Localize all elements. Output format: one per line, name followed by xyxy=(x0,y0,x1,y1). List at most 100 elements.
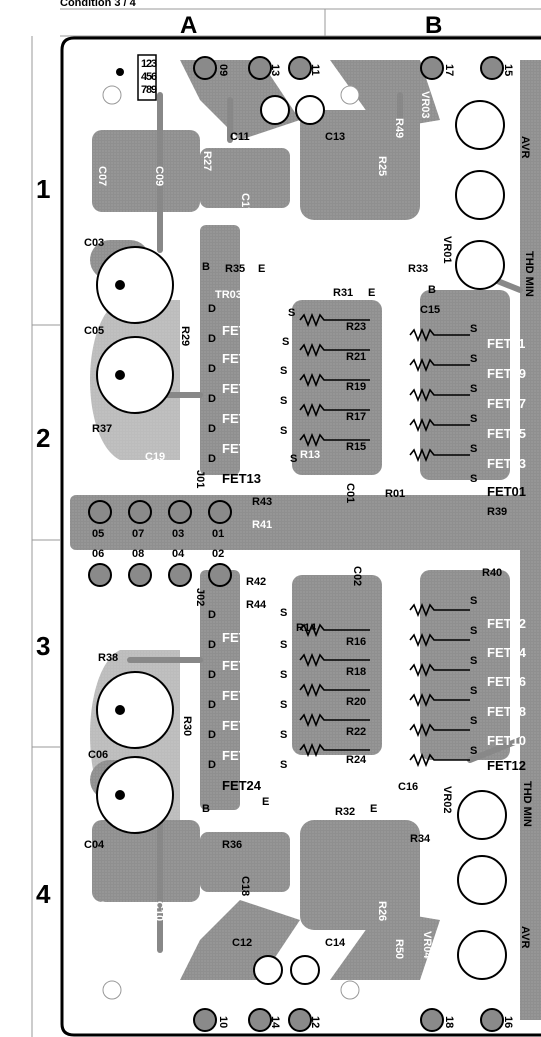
res-label-r38: R38 xyxy=(98,652,118,664)
cap-label-c20: C20 xyxy=(142,626,162,638)
cap-label-c18: C18 xyxy=(239,876,251,896)
header-partial-text: Condition 3 / 4 xyxy=(60,0,137,9)
res-label: R05 xyxy=(385,421,405,433)
fet-label: FET24 xyxy=(222,778,262,793)
row-label-4: 4 xyxy=(36,879,51,909)
terminal-label-02: 02 xyxy=(212,548,224,560)
res-label-r41: R41 xyxy=(252,519,272,531)
row-label-3: 3 xyxy=(36,631,50,661)
trimmer-label-vr01: VR01 xyxy=(441,236,453,264)
pin-label-s: S xyxy=(280,759,287,771)
pin-label-s: S xyxy=(470,595,477,607)
fet-group-upper-left: FET23 FET21 FET19 FET17 FET15 FET13 xyxy=(222,323,261,486)
pin-label-s: S xyxy=(470,353,477,365)
pin-label-s: S xyxy=(280,639,287,651)
row-label-2: 2 xyxy=(36,423,50,453)
pin-label-s: S xyxy=(470,443,477,455)
res-label-r36: R36 xyxy=(222,839,242,851)
res-label-r44: R44 xyxy=(246,599,267,611)
fet-label: FET18 xyxy=(222,688,261,703)
res-label: R08 xyxy=(383,681,403,693)
cap-label-c08: C08 xyxy=(96,901,108,921)
trimmer-label-vr02: VR02 xyxy=(441,786,453,814)
fet-label: FET23 xyxy=(222,323,261,338)
fet-group-upper-right: FET11 FET09 FET07 FET05 FET03 FET01 xyxy=(487,336,526,499)
pin-label-s: S xyxy=(280,425,287,437)
trimmer-text-avr-bottom: AVR xyxy=(519,926,531,948)
res-label: R21 xyxy=(346,351,366,363)
res-label-r26: R26 xyxy=(376,901,388,921)
res-label-r30: R30 xyxy=(181,716,193,736)
pin-label-b-tr04: B xyxy=(202,803,210,815)
cap-label-c06: C06 xyxy=(88,749,108,761)
jumper-block-1: 1 xyxy=(141,58,147,70)
terminal-label-12: 12 xyxy=(309,1016,321,1028)
res-label: R10 xyxy=(383,711,403,723)
trans-label-tr02: TR02 xyxy=(380,806,407,818)
terminal-label-01: 01 xyxy=(212,528,224,540)
res-label: R16 xyxy=(346,636,366,648)
small-capacitors xyxy=(253,95,325,985)
pin-label-d: D xyxy=(208,699,216,711)
cap-label-c02: C02 xyxy=(351,566,363,586)
fet-label: FET01 xyxy=(487,484,526,499)
cap-label-c05: C05 xyxy=(84,325,104,337)
fet-label: FET08 xyxy=(487,704,526,719)
pin-label-s: S xyxy=(470,715,477,727)
terminal-label-05: 05 xyxy=(92,528,104,540)
fet-label: FET22 xyxy=(222,748,261,763)
capacitor-pads xyxy=(115,280,125,800)
cap-label-c19: C19 xyxy=(145,451,165,463)
fet-label: FET11 xyxy=(487,336,525,351)
electrolytic-capacitors xyxy=(96,246,174,834)
pin-label-s: S xyxy=(282,336,289,348)
pin-label-s: S xyxy=(470,625,477,637)
pin-label-d: D xyxy=(208,333,216,345)
cap-label-c07: C07 xyxy=(96,166,108,186)
cap-label-c03: C03 xyxy=(84,237,104,249)
pin-label-s: S xyxy=(280,365,287,377)
res-label-r40: R40 xyxy=(482,567,502,579)
res-label: R09 xyxy=(385,361,405,373)
pin-labels: D S D S D S D S D S D S S S S S S S D S … xyxy=(208,303,477,771)
cap-label-c13: C13 xyxy=(325,131,345,143)
terminal-row-middle xyxy=(88,500,232,587)
trimmer-potentiometers xyxy=(455,100,507,980)
res-label-r45: R45 xyxy=(92,461,112,473)
trimmer-label-vr06: VR06 xyxy=(421,861,433,889)
pin-label-e-tr02: E xyxy=(370,803,377,815)
pin-label-s: S xyxy=(290,453,297,465)
terminal-label-11: 11 xyxy=(309,64,321,76)
pin-label-d: D xyxy=(208,759,216,771)
mounting-holes xyxy=(102,85,360,1000)
pin-label-d: D xyxy=(208,609,216,621)
terminal-label-04: 04 xyxy=(172,548,185,560)
res-label-r29: R29 xyxy=(179,326,191,346)
fet-label: FET12 xyxy=(487,758,526,773)
terminal-label-17: 17 xyxy=(443,64,455,76)
jumper-block-9: 9 xyxy=(151,84,157,96)
jumper-block-6: 6 xyxy=(151,71,157,83)
fet-group-lower-left: FET14 FET16 FET18 FET20 FET22 FET24 xyxy=(222,630,262,793)
res-label: R18 xyxy=(346,666,366,678)
res-label: R23 xyxy=(346,321,366,333)
terminal-row-bottom xyxy=(193,1008,504,1032)
fet-label: FET15 xyxy=(222,441,261,456)
pin-label-b-tr01: B xyxy=(428,284,436,296)
fet-label: FET09 xyxy=(487,366,526,381)
pin-label-s: S xyxy=(280,699,287,711)
fet-label: FET19 xyxy=(222,381,261,396)
jumper-block: 1 2 3 4 5 6 7 8 9 xyxy=(116,54,157,101)
jumper-block-2: 2 xyxy=(146,58,152,70)
grid-frame xyxy=(31,8,541,1037)
cap-label-c09: C09 xyxy=(153,166,165,186)
pin-label-d: D xyxy=(208,423,216,435)
res-label-r34: R34 xyxy=(410,833,431,845)
res-label-r32: R32 xyxy=(335,806,355,818)
terminal-label-13: 13 xyxy=(269,64,281,76)
trans-label-tr01: TR01 xyxy=(388,288,415,300)
fet-label: FET03 xyxy=(487,456,526,471)
terminal-label-03: 03 xyxy=(172,528,184,540)
res-label-r42: R42 xyxy=(246,576,266,588)
terminal-label-08: 08 xyxy=(132,548,144,560)
